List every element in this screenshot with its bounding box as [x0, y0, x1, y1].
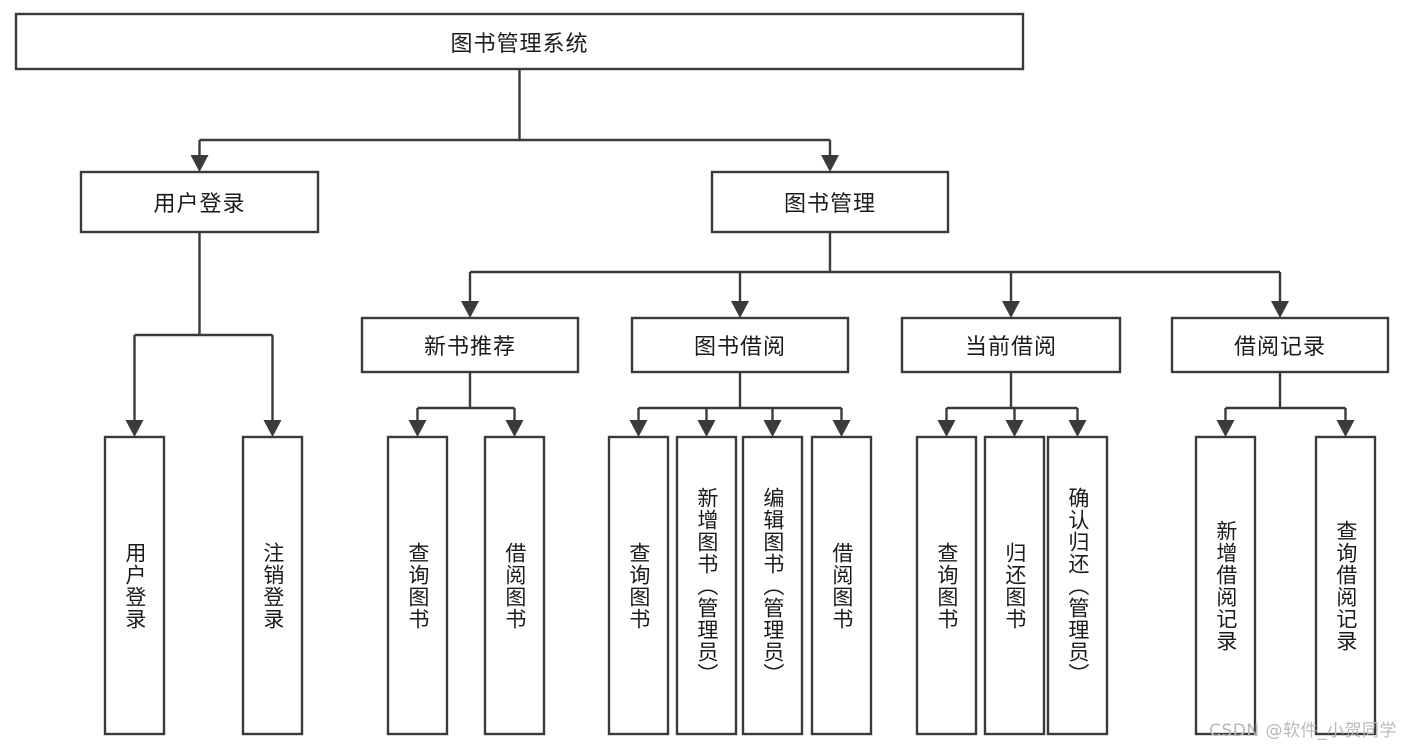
l3-1-arrow-3 [832, 420, 851, 437]
l3-2-arrow-0 [937, 420, 956, 437]
user-login-arrow-0 [125, 420, 144, 437]
leaf-node-6-box[interactable] [741, 435, 804, 736]
leaf-node-10-box[interactable] [1046, 435, 1109, 736]
l3-1-arrow-0 [629, 420, 648, 437]
book-mgmt-arrow-1 [731, 301, 749, 318]
leaf-node-8-box[interactable] [915, 435, 978, 736]
leaf-node-5-box[interactable] [675, 435, 738, 736]
leaf-node-1-box[interactable] [241, 435, 304, 736]
leaf-node-3-box[interactable] [483, 435, 546, 736]
level3-node-3-box[interactable] [1170, 316, 1390, 374]
l3-3-arrow-1 [1336, 420, 1355, 437]
l3-0-arrow-1 [505, 420, 524, 437]
leaf-node-4-box[interactable] [607, 435, 670, 736]
watermark-label: CSDN @软件_小贺同学 [1209, 721, 1397, 741]
level3-node-0-box[interactable] [360, 316, 580, 374]
leaf-node-0-box[interactable] [103, 435, 166, 736]
leaf-node-11-box[interactable] [1194, 435, 1257, 736]
l3-1-arrow-2 [763, 420, 782, 437]
l3-1-arrow-1 [697, 420, 716, 437]
book-mgmt-arrow-0 [461, 301, 479, 318]
leaf-node-7-box[interactable] [810, 435, 873, 736]
leaf-node-2-box[interactable] [386, 435, 449, 736]
book-mgmt-arrow-3 [1271, 301, 1289, 318]
leaf-node-12-box[interactable] [1314, 435, 1377, 736]
root-arrow-1 [821, 155, 839, 172]
l3-2-arrow-1 [1005, 420, 1024, 437]
root-node-box[interactable] [14, 12, 1025, 71]
l3-0-arrow-0 [408, 420, 427, 437]
root-arrow-0 [190, 155, 209, 172]
level3-node-2-box[interactable] [900, 316, 1122, 374]
l3-3-arrow-0 [1216, 420, 1235, 437]
level3-node-1-box[interactable] [630, 316, 850, 374]
level2-node-1-box[interactable] [710, 170, 950, 234]
l3-2-arrow-2 [1068, 420, 1087, 437]
level2-node-0-box[interactable] [79, 170, 320, 234]
book-mgmt-arrow-2 [1002, 301, 1020, 318]
user-login-arrow-1 [263, 420, 282, 437]
leaf-node-9-box[interactable] [983, 435, 1046, 736]
